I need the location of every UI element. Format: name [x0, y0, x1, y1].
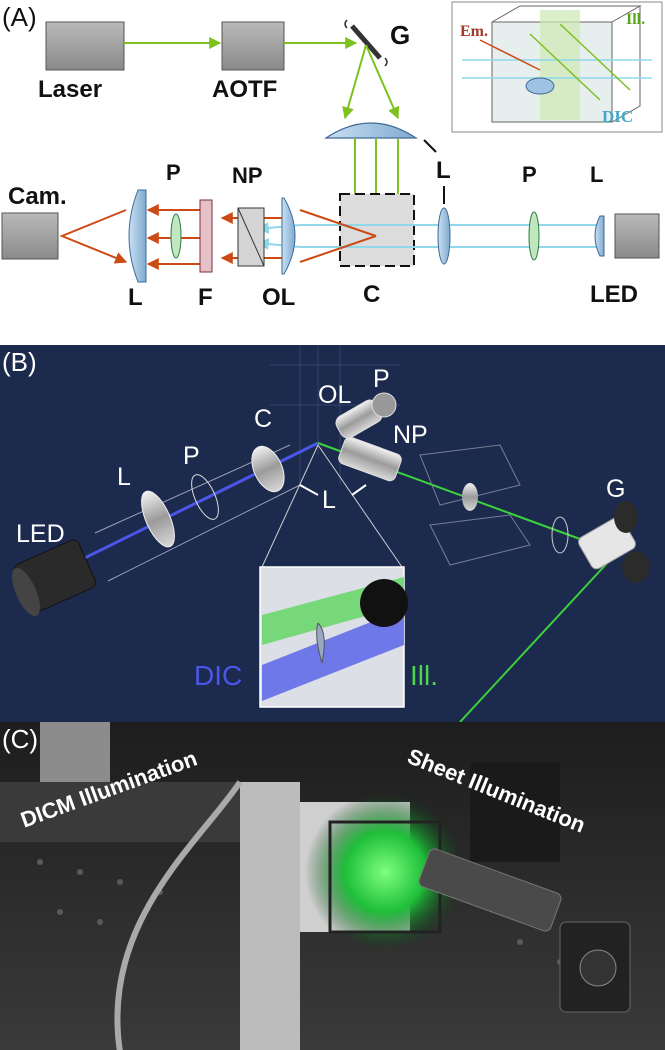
- tube-lens: [128, 189, 147, 283]
- b-label-p-left: P: [183, 442, 200, 470]
- panel-a-schematic: (A) Laser AOTF G L C Cam. L P F: [0, 0, 665, 345]
- panel-b-3d-render: (B) C OL: [0, 345, 665, 722]
- polarizer-left-label: P: [166, 160, 181, 185]
- polarizer-top-3d: [371, 392, 397, 418]
- aotf-label: AOTF: [212, 76, 277, 103]
- illumination-beam-down: [459, 559, 611, 722]
- polarizer-3d: [191, 474, 219, 520]
- lens-leader: [423, 139, 437, 153]
- b-label-g: G: [606, 475, 625, 503]
- green-fluorescence-glow: [305, 792, 465, 952]
- stage-top-left: [40, 722, 110, 782]
- collimator-lens-3d: [141, 490, 175, 548]
- chamber-label: C: [363, 281, 380, 308]
- vertical-rail: [240, 782, 300, 1050]
- scan-beam-right: [365, 44, 400, 120]
- polarizer-right-label: P: [522, 162, 537, 187]
- b-label-l-center: L: [322, 486, 336, 514]
- inset-em-label: Em.: [460, 23, 488, 40]
- polarizer-right: [528, 211, 540, 261]
- emission-filter: [199, 199, 213, 273]
- panel-b-drawing: (B) C OL: [2, 345, 650, 722]
- panel-a-tag: (A): [2, 2, 37, 32]
- panel-a-drawing: (A) Laser AOTF G L C Cam. L P F: [1, 1, 663, 311]
- relay-lens-3d: [462, 483, 478, 511]
- panel-c-drawing: DICM Illumination Sheet Illumination (C): [0, 722, 665, 1050]
- aotf-box: [221, 21, 285, 71]
- galvo-motion-marks: [344, 19, 388, 67]
- b-l-leader-left: [299, 484, 319, 496]
- fiber-cable: [114, 780, 243, 1050]
- led-source: [12, 539, 97, 617]
- b-label-l-left: L: [117, 463, 131, 491]
- camera-label: Cam.: [8, 183, 67, 210]
- tube-lens-label: L: [128, 284, 143, 311]
- led-label: LED: [590, 281, 638, 308]
- led-lens-label: L: [590, 162, 603, 187]
- em-focus-to-camera: [59, 209, 128, 264]
- galvo-3d: [578, 501, 650, 583]
- camera-box: [1, 212, 59, 260]
- b-inset-dic-label: DIC: [194, 660, 242, 691]
- sample-chamber: [339, 193, 415, 267]
- b-label-c: C: [254, 405, 272, 433]
- b-label-ol: OL: [318, 381, 351, 409]
- objective-label: OL: [262, 284, 295, 311]
- inset-dic-label: DIC: [602, 107, 633, 126]
- zoom-inset: [259, 566, 408, 708]
- b-label-p-top: P: [373, 365, 390, 393]
- b-label-led: LED: [16, 520, 65, 548]
- led-box: [614, 213, 660, 259]
- objective-3d: [338, 436, 402, 482]
- b-label-np: NP: [393, 421, 428, 449]
- zoom-line-right: [317, 444, 403, 568]
- illumination-objective: [418, 848, 562, 932]
- galvo-aperture: [579, 949, 617, 987]
- polarizer-left: [170, 213, 182, 259]
- objective-housing: [470, 762, 560, 862]
- objective-lens: [281, 197, 296, 275]
- panel-c-photograph: DICM Illumination Sheet Illumination (C): [0, 722, 665, 1050]
- laser-box: [45, 21, 125, 71]
- condenser-lens: [437, 207, 451, 265]
- lens-top-label: L: [436, 157, 451, 184]
- beam-geometry-inset: Em. Ill. DIC: [451, 1, 663, 133]
- galvo-label: G: [390, 20, 410, 50]
- zoom-line-left: [261, 444, 319, 568]
- panel-c-tag: (C): [2, 724, 38, 754]
- inset-ill-label: Ill.: [626, 11, 645, 28]
- filter-label: F: [198, 284, 213, 311]
- condenser-3d: [251, 445, 285, 493]
- laser-label: Laser: [38, 76, 102, 103]
- prism-diagonal: [237, 207, 265, 267]
- cylindrical-lens: [324, 122, 418, 139]
- emission-cone: [299, 209, 377, 263]
- led-collimator: [594, 215, 605, 257]
- nomarski-prism-label: NP: [232, 163, 263, 188]
- panel-b-tag: (B): [2, 347, 37, 377]
- scan-lens-3d: [551, 516, 569, 554]
- b-inset-ill-label: Ill.: [410, 660, 438, 691]
- scan-beam-left: [342, 44, 367, 120]
- galvo-mirror: [350, 24, 382, 60]
- b-l-leader-right: [351, 484, 367, 496]
- np-frame: [419, 444, 531, 566]
- wireframe-grid: [270, 345, 400, 485]
